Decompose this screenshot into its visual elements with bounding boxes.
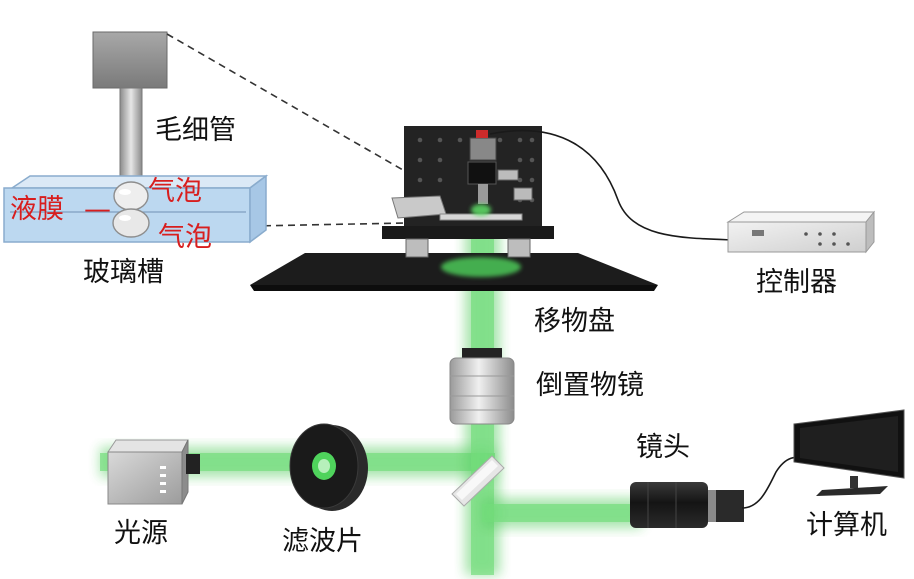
computer-monitor [793,409,905,496]
light-source-device [107,439,200,505]
bubbles [112,181,150,238]
label-bubble-top: 气泡 [148,176,202,207]
inverted-objective [449,348,515,425]
filter-disc [289,423,368,511]
computer-cable [741,456,807,509]
label-lens: 镜头 [636,432,690,463]
label-glass-tank: 玻璃槽 [83,257,164,288]
label-dash: — [84,194,111,225]
stage-base [250,253,658,291]
capillary-assembly [92,31,168,187]
label-capillary: 毛细管 [155,115,236,146]
label-computer: 计算机 [806,510,887,541]
holder-frame [382,126,554,258]
beam-splitter [451,455,505,507]
label-controller: 控制器 [756,267,837,298]
controller-cable [489,129,735,241]
label-light-source: 光源 [114,518,168,549]
label-bubble-bottom: 气泡 [158,222,212,253]
label-filter: 滤波片 [282,526,363,557]
label-stage: 移物盘 [534,306,615,337]
label-objective: 倒置物镜 [536,370,644,401]
camera-lens [630,482,744,528]
controller-box [726,210,876,254]
label-liquid-film: 液膜 [10,194,64,225]
